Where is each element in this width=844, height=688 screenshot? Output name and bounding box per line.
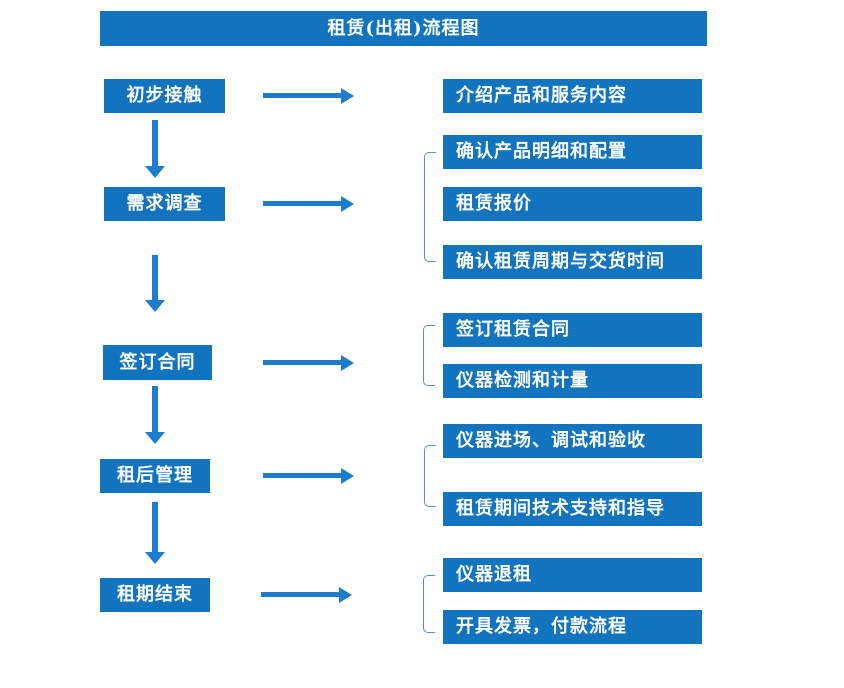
detail-box: 确认租赁周期与交货时间 bbox=[443, 245, 702, 279]
detail-box: 仪器检测和计量 bbox=[443, 364, 702, 398]
step-box-initial-contact: 初步接触 bbox=[104, 79, 225, 113]
flow-arrow-down bbox=[145, 502, 165, 564]
step-box-demand-survey: 需求调查 bbox=[104, 187, 225, 221]
step-box-lease-end: 租期结束 bbox=[100, 578, 210, 612]
step-box-post-rental-management: 租后管理 bbox=[100, 459, 210, 493]
group-bracket bbox=[424, 445, 436, 507]
detail-box: 开具发票，付款流程 bbox=[443, 610, 702, 644]
flowchart-title: 租赁(出租)流程图 bbox=[100, 11, 707, 46]
group-bracket bbox=[423, 575, 435, 633]
group-bracket bbox=[424, 152, 436, 262]
detail-box: 签订租赁合同 bbox=[443, 313, 702, 347]
flow-arrow-right bbox=[261, 586, 352, 603]
detail-box: 仪器退租 bbox=[443, 558, 702, 592]
flow-arrow-right bbox=[263, 195, 354, 212]
flow-arrow-right bbox=[263, 467, 354, 484]
group-bracket bbox=[423, 325, 435, 386]
flow-arrow-right bbox=[263, 354, 354, 371]
detail-box: 介绍产品和服务内容 bbox=[443, 79, 702, 113]
step-box-sign-contract: 签订合同 bbox=[103, 345, 212, 380]
detail-box: 租赁报价 bbox=[443, 187, 702, 221]
detail-box: 仪器进场、调试和验收 bbox=[443, 424, 702, 458]
detail-box: 确认产品明细和配置 bbox=[443, 135, 702, 169]
flow-arrow-down bbox=[145, 255, 165, 312]
flow-arrow-right bbox=[263, 87, 354, 104]
detail-box: 租赁期间技术支持和指导 bbox=[443, 492, 702, 526]
flow-arrow-down bbox=[145, 120, 165, 178]
flow-arrow-down bbox=[145, 386, 165, 444]
